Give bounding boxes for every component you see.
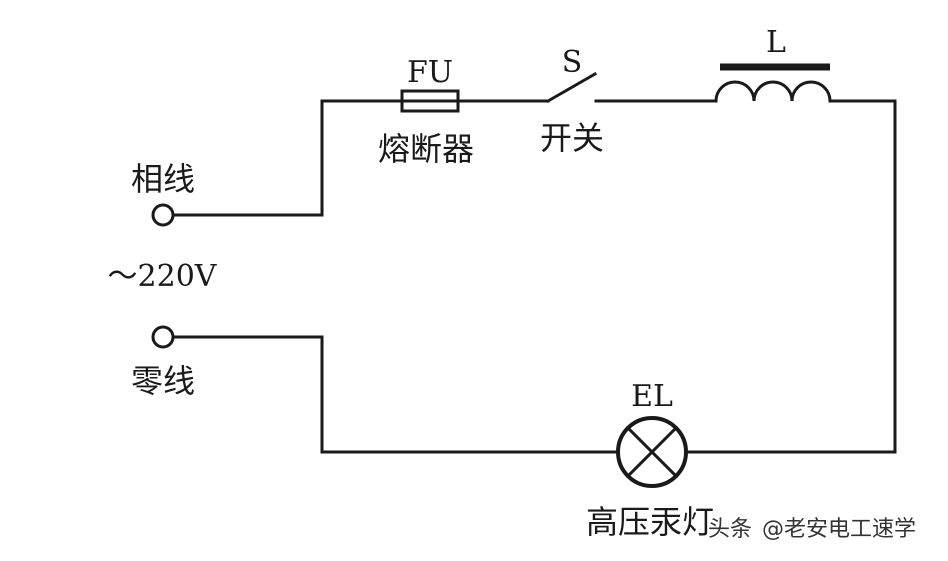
switch-open-icon [545, 71, 598, 104]
neutral-line-label: 零线 [131, 362, 195, 400]
terminal-circle-icon [151, 203, 175, 227]
terminal-circle-icon [151, 325, 175, 349]
wiring [172, 99, 897, 454]
voltage-label: ～220V [108, 259, 218, 294]
fuse-name-label: 熔断器 [378, 130, 474, 168]
fuse-code-label: FU [407, 55, 453, 90]
switch-name-label: 开关 [540, 119, 604, 157]
inductor-code-label: L [766, 25, 786, 60]
lamp-cross-circle-icon [616, 416, 688, 488]
switch-code-label: S [562, 45, 583, 80]
watermark-handle: @老安电工速学 [762, 517, 916, 542]
live-line-label: 相线 [131, 160, 195, 198]
lamp-name-label: 高压汞灯 [586, 503, 714, 541]
lamp-code-label: EL [631, 379, 673, 414]
watermark-source: 头条 [708, 517, 752, 542]
inductor-coil-icon [714, 63, 832, 103]
